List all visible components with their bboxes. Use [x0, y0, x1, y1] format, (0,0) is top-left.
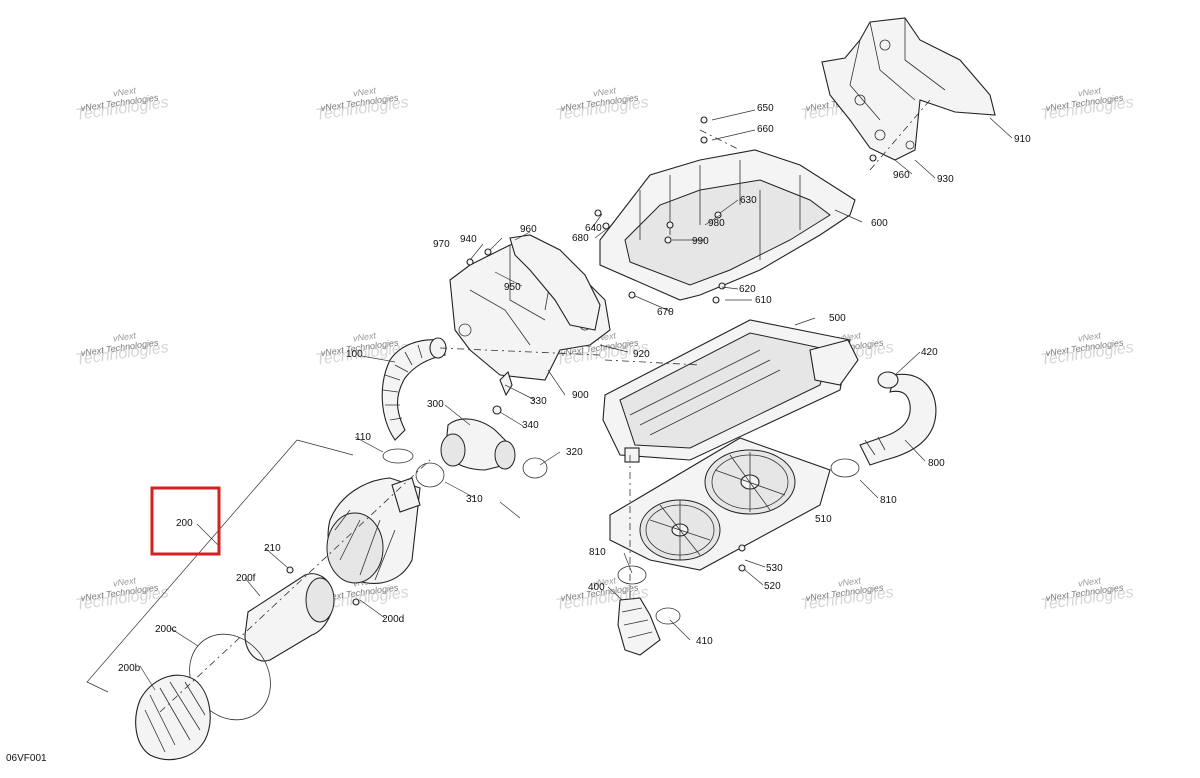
callout-100[interactable]: 100 — [346, 349, 363, 360]
highlight-box[interactable] — [150, 486, 221, 556]
callout-660[interactable]: 660 — [757, 124, 774, 135]
callout-960[interactable]: 960 — [520, 224, 537, 235]
callout-970[interactable]: 970 — [433, 239, 450, 250]
callout-990[interactable]: 990 — [692, 236, 709, 247]
part-support-frame-600 — [599, 149, 856, 301]
svg-text:vNext: vNext — [352, 85, 377, 98]
callout-940[interactable]: 940 — [460, 234, 477, 245]
callout-310[interactable]: 310 — [466, 494, 483, 505]
callout-920[interactable]: 920 — [633, 349, 650, 360]
svg-text:vNext: vNext — [112, 85, 137, 98]
callout-810[interactable]: 810 — [589, 547, 606, 558]
callout-320[interactable]: 320 — [566, 447, 583, 458]
callout-110[interactable]: 110 — [355, 432, 371, 443]
callout-410[interactable]: 410 — [696, 636, 713, 647]
part-cover-200b — [135, 674, 211, 761]
callout-610[interactable]: 610 — [755, 295, 772, 306]
callout-530[interactable]: 530 — [766, 563, 783, 574]
callout-930[interactable]: 930 — [937, 174, 954, 185]
part-filter-housing-200d — [326, 477, 421, 584]
fasteners — [286, 116, 877, 606]
svg-text:vNext: vNext — [352, 330, 377, 343]
part-hose-800 — [859, 371, 937, 466]
callout-950[interactable]: 950 — [504, 282, 521, 293]
callout-670[interactable]: 670 — [657, 307, 674, 318]
svg-text:vNext: vNext — [112, 575, 137, 588]
part-air-duct-100 — [381, 337, 447, 441]
svg-text:vNext: vNext — [837, 575, 862, 588]
callout-510[interactable]: 510 — [815, 514, 832, 525]
callout-900[interactable]: 900 — [572, 390, 589, 401]
explode-axes — [86, 99, 931, 713]
part-clamps-small — [382, 448, 681, 625]
callout-210[interactable]: 210 — [264, 543, 281, 554]
callout-640[interactable]: 640 — [585, 223, 602, 234]
svg-text:vNext: vNext — [592, 575, 617, 588]
callout-420[interactable]: 420 — [921, 347, 938, 358]
callout-200c[interactable]: 200c — [155, 624, 177, 635]
svg-text:vNext: vNext — [1077, 85, 1102, 98]
callout-500[interactable]: 500 — [829, 313, 846, 324]
callout-680[interactable]: 680 — [572, 233, 589, 244]
callout-520[interactable]: 520 — [764, 581, 781, 592]
diagram-code: 06VF001 — [6, 753, 47, 764]
part-duct-400 — [617, 597, 661, 656]
part-fan-shroud-510 — [609, 437, 831, 571]
callout-300[interactable]: 300 — [427, 399, 444, 410]
svg-text:vNext: vNext — [112, 330, 137, 343]
callout-340[interactable]: 340 — [522, 420, 539, 431]
callout-980[interactable]: 980 — [708, 218, 725, 229]
svg-text:vNext: vNext — [592, 85, 617, 98]
part-radiator-500 — [602, 319, 859, 463]
callout-200b[interactable]: 200b — [118, 663, 141, 674]
callout-630[interactable]: 630 — [740, 195, 757, 206]
callout-labels: 650 660 910 640 630 680 980 990 960 930 970 940 960 6… — [118, 103, 1031, 674]
callout-200f[interactable]: 200f — [236, 573, 256, 584]
part-clamp-810-right — [830, 458, 860, 478]
leader-lines — [139, 109, 1013, 691]
callout-330[interactable]: 330 — [530, 396, 547, 407]
svg-text:vNext: vNext — [1077, 575, 1102, 588]
part-sensor-330 — [492, 370, 513, 415]
callout-600[interactable]: 600 — [871, 218, 888, 229]
callout-650[interactable]: 650 — [757, 103, 774, 114]
part-bracket-910 — [821, 17, 996, 161]
part-elbow-300 — [440, 418, 516, 471]
callout-810[interactable]: 810 — [880, 495, 897, 506]
callout-960[interactable]: 960 — [893, 170, 910, 181]
callout-620[interactable]: 620 — [739, 284, 756, 295]
callout-200d[interactable]: 200d — [382, 614, 404, 625]
callout-200[interactable]: 200 — [176, 518, 193, 529]
svg-text:vNext: vNext — [1077, 330, 1102, 343]
callout-800[interactable]: 800 — [928, 458, 945, 469]
part-filter-element-200f — [244, 573, 335, 662]
part-bracket-960 — [509, 234, 601, 331]
callout-400[interactable]: 400 — [588, 582, 605, 593]
callout-910[interactable]: 910 — [1014, 134, 1031, 145]
